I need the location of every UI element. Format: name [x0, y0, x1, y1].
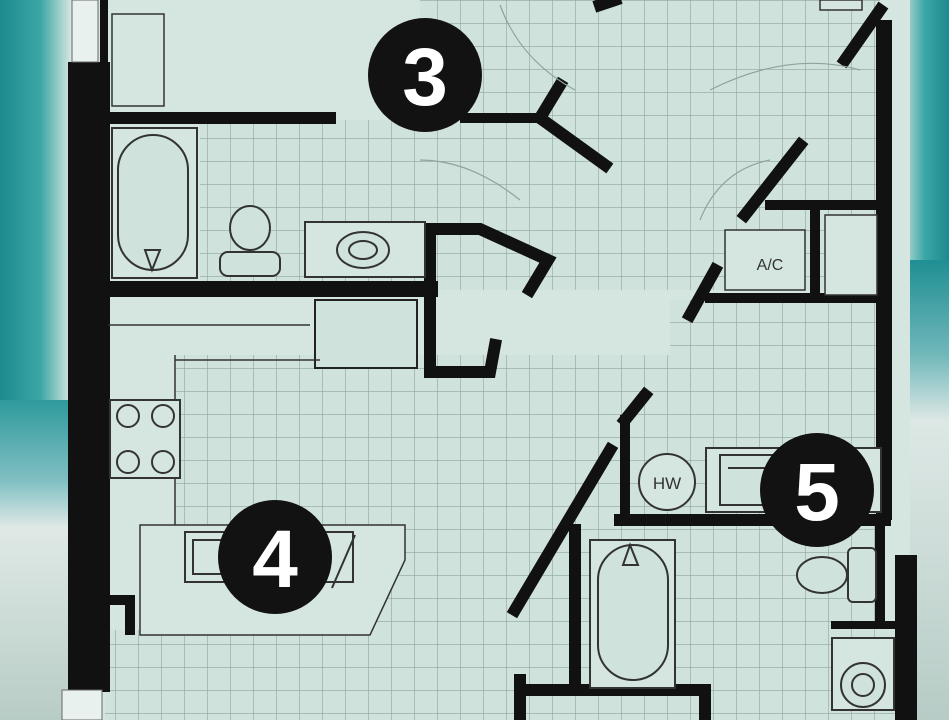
water-heater: HW — [638, 453, 696, 511]
bathroom-upper — [111, 127, 426, 279]
unit-4-number: 4 — [252, 514, 298, 605]
cabinets — [108, 0, 863, 525]
burner-icon — [116, 404, 140, 428]
unit-5-badge-circle — [760, 433, 874, 547]
unit-4-badge-circle — [218, 500, 332, 614]
burner-icon — [116, 450, 140, 474]
burner-icon — [151, 450, 175, 474]
ac-label: A/C — [757, 257, 784, 274]
unit-5-badge[interactable]: 5 — [760, 433, 874, 547]
door-swing-arcs — [419, 4, 861, 221]
unit-3-number: 3 — [402, 32, 448, 123]
unit-3-badge-circle — [368, 18, 482, 132]
windows — [61, 0, 103, 720]
unit-4-badge[interactable]: 4 — [218, 500, 332, 614]
unit-3-badge[interactable]: 3 — [368, 18, 482, 132]
ac-closet: A/C — [724, 214, 878, 296]
ocean-left-edge — [0, 400, 70, 720]
unit-5-number: 5 — [794, 447, 840, 538]
exterior-walls — [68, 0, 917, 720]
doors — [506, 0, 889, 619]
water-heater-label: HW — [653, 474, 681, 493]
burner-icon — [151, 404, 175, 428]
